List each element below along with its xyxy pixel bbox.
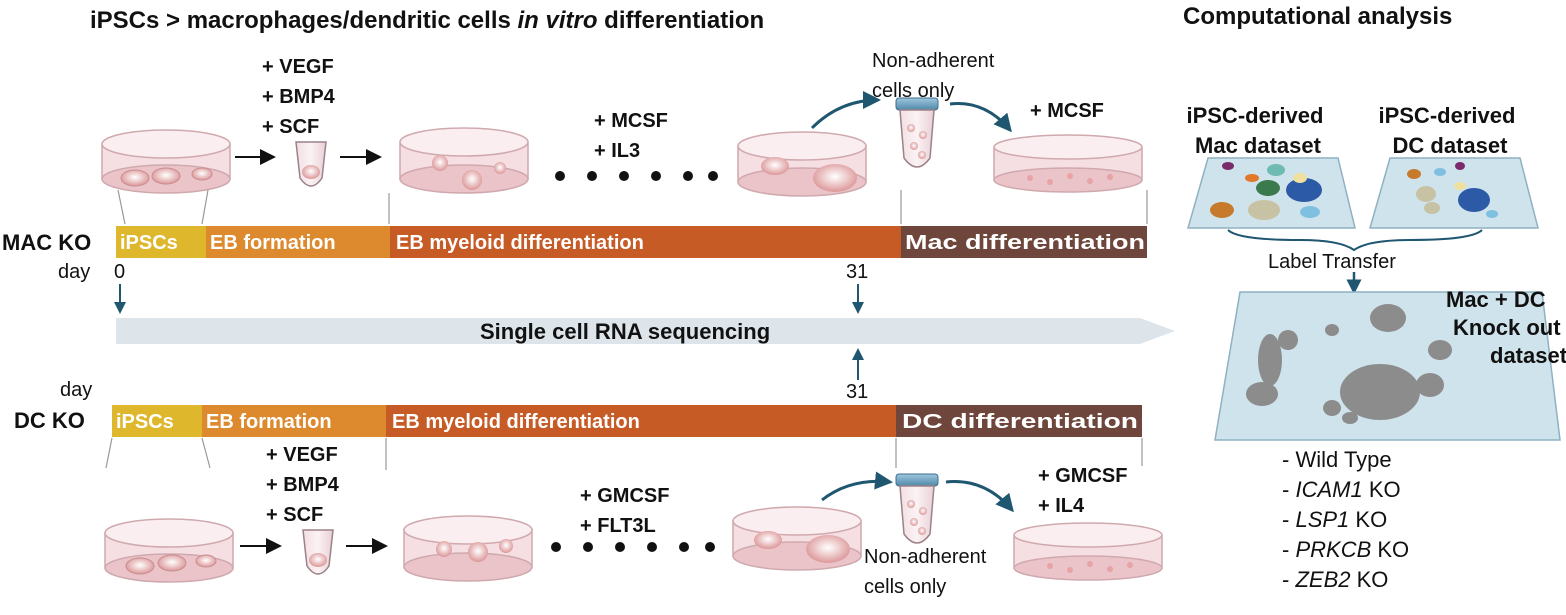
mac-stage-ipsc	[116, 226, 206, 258]
mac-dish-final	[993, 134, 1143, 193]
dc-dish-final	[1013, 522, 1163, 581]
dc-row-label: DC KO	[14, 408, 85, 433]
dc-dataset-umap	[1369, 157, 1539, 229]
dc-stage-myeloid	[386, 405, 896, 437]
dc-stage-final	[896, 405, 1142, 437]
mac-nonadherent-label: Non-adherent cells only	[872, 50, 1000, 102]
mac-dish-eb	[399, 127, 529, 194]
mac-eb-tube	[295, 141, 327, 187]
dc-dots	[551, 542, 715, 552]
mac-dish-ipsc	[101, 129, 231, 194]
dc-stage-ipsc	[112, 405, 202, 437]
dc-stage-eb-label: EB formation	[206, 411, 332, 433]
mac-dataset-label: iPSC-derived Mac dataset	[1186, 103, 1329, 158]
mac-guides	[117, 189, 1148, 225]
mac-stage-bar: iPSCs EB formation EB myeloid differenti…	[116, 226, 1147, 258]
dc-dish-ipsc	[104, 518, 234, 583]
dc-stage-bar: iPSCs EB formation EB myeloid differenti…	[112, 405, 1142, 437]
label-transfer-text: Label Transfer	[1268, 251, 1396, 273]
mac-day-mid: 31	[846, 261, 868, 283]
ko-list: - Wild Type - ICAM1 KO - LSP1 KO - PRKCB…	[1282, 447, 1409, 592]
dc-day-label: day	[60, 379, 92, 401]
label-transfer-brace	[1227, 229, 1483, 252]
ko-item: - PRKCB KO	[1282, 537, 1409, 562]
ko-item: - ZEB2 KO	[1282, 567, 1388, 592]
dc-day-mid: 31	[846, 381, 868, 403]
mac-stage-ipsc-label: iPSCs	[120, 232, 178, 254]
mac-mid-factors: + MCSF + IL3	[594, 110, 673, 162]
mac-stage-eb	[206, 226, 390, 258]
dc-final-factors: + GMCSF + IL4	[1038, 465, 1133, 517]
dc-stage-myeloid-label: EB myeloid differentiation	[392, 411, 640, 433]
dc-guides	[105, 437, 1143, 470]
mac-stage-final-label: Mac differentiation	[905, 232, 1145, 254]
ko-item: - ICAM1 KO	[1282, 477, 1401, 502]
dc-dish-myeloid	[732, 506, 862, 571]
sequencing-band	[116, 318, 1175, 344]
mac-stage-eb-label: EB formation	[210, 232, 336, 254]
dc-stage-eb	[202, 405, 386, 437]
mac-day-label: day	[58, 261, 90, 283]
dc-nonadherent-tube	[895, 473, 939, 544]
mac-eb-factors: + VEGF + BMP4 + SCF	[262, 56, 340, 138]
combined-dataset-label: Mac + DC Knock out dataset	[1446, 287, 1566, 368]
mac-stage-final	[901, 226, 1147, 258]
mac-stage-myeloid	[390, 226, 901, 258]
dc-stage-ipsc-label: iPSCs	[116, 411, 174, 433]
dc-eb-tube	[302, 529, 334, 575]
dc-eb-factors: + VEGF + BMP4 + SCF	[266, 444, 344, 526]
mac-dish-myeloid	[737, 131, 867, 197]
mac-day-start: 0	[114, 261, 125, 283]
mac-nonadherent-tube	[895, 97, 939, 168]
combined-dataset-umap	[1214, 291, 1561, 441]
mac-dataset-umap	[1187, 157, 1356, 229]
dc-stage-final-label: DC differentiation	[902, 411, 1138, 433]
right-title: Computational analysis	[1183, 3, 1452, 30]
mac-row-label: MAC KO	[2, 230, 91, 255]
ko-item: - Wild Type	[1282, 447, 1392, 472]
dc-nonadherent-label: Non-adherent cells only	[864, 546, 992, 598]
dc-dataset-label: iPSC-derived DC dataset	[1378, 103, 1521, 158]
ko-item: - LSP1 KO	[1282, 507, 1387, 532]
mac-final-factor: + MCSF	[1030, 100, 1104, 122]
dc-mid-factors: + GMCSF + FLT3L	[580, 485, 675, 537]
mac-dots	[555, 171, 718, 181]
dc-dish-eb	[403, 515, 533, 582]
sequencing-label: Single cell RNA sequencing	[480, 319, 770, 344]
left-title: iPSCs > macrophages/dendritic cells in v…	[90, 7, 764, 34]
mac-stage-myeloid-label: EB myeloid differentiation	[396, 232, 644, 254]
